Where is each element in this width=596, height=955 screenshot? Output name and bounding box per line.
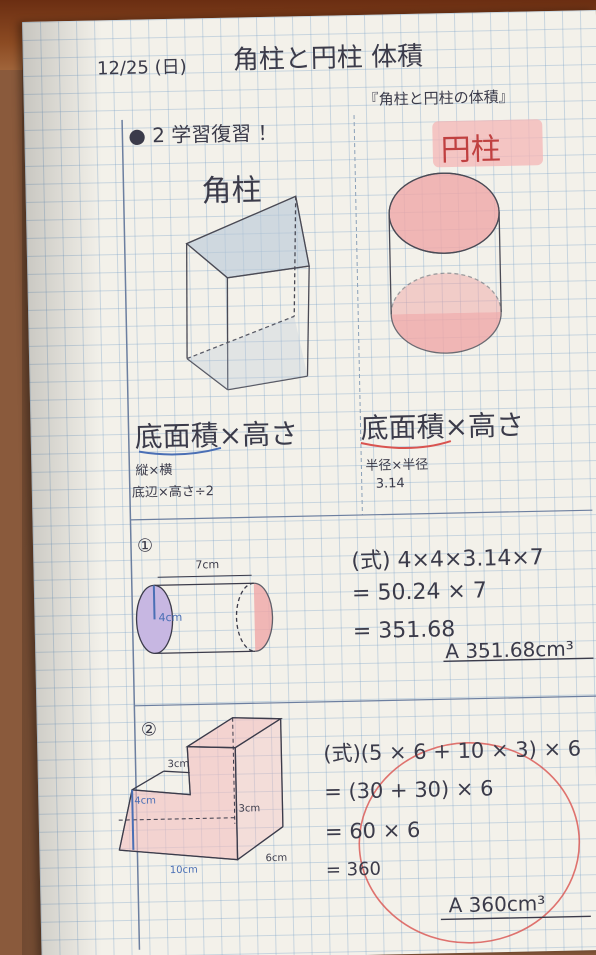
cylinder-title-highlight	[432, 119, 543, 168]
problem2-solid	[118, 717, 284, 861]
problem2-dim-c: 3cm	[238, 803, 261, 815]
cylinder-formula: 底面積×高さ	[360, 408, 525, 445]
problem2-dim-e: 10cm	[169, 864, 198, 877]
cylinder-underline	[360, 440, 452, 449]
prism-note-2: 底辺×高さ÷2	[131, 484, 215, 501]
section-divider-2	[134, 695, 596, 707]
problem2-step2: = (30 + 30) × 6	[323, 776, 494, 804]
problem2-dim-a: 3cm	[167, 758, 190, 771]
problem2-dim-d: 6cm	[265, 852, 288, 865]
lesson-subtitle: 『角柱と円柱の体積』	[363, 87, 514, 109]
center-divider	[353, 115, 363, 515]
answer-check-circle	[358, 742, 581, 944]
problem2-number: ②	[140, 719, 158, 741]
prism-note-1: 縦×横	[135, 462, 173, 479]
prism-figure	[185, 195, 310, 391]
problem1-radius-label: 4cm	[158, 610, 183, 625]
cylinder-note-2: 3.14	[375, 476, 405, 492]
page-title: 角柱と円柱 体積	[232, 41, 424, 76]
problem1-number: ①	[136, 535, 154, 557]
lesson-label: ● 2 学習復習 ！	[128, 120, 278, 148]
notebook-page: 12/25 (日) 角柱と円柱 体積 ● 2 学習復習 ！ 『角柱と円柱の体積』…	[22, 9, 596, 955]
answer1-underline	[443, 657, 594, 663]
problem2-dim-b: 4cm	[134, 795, 157, 807]
problem1-answer: A 351.68cm³	[445, 636, 575, 664]
problem1-step2: = 50.24 × 7	[351, 578, 488, 607]
problem2-step3: = 60 × 6	[324, 817, 421, 844]
problem1-step3: = 351.68	[352, 617, 456, 645]
cylinder-note-1: 半径×半径	[365, 457, 429, 474]
answer2-underline	[440, 915, 591, 921]
date-label: 12/25 (日)	[96, 56, 187, 80]
cylinder-label: 円柱	[440, 132, 502, 169]
problem1-length-label: 7cm	[195, 557, 220, 572]
problem2-step1: (式)(5 × 6 + 10 × 3) × 6	[323, 736, 582, 766]
problem1-step1: (式) 4×4×3.14×7	[351, 545, 545, 575]
problem2-answer: A 360cm³	[448, 891, 546, 918]
problem2-step4: = 360	[325, 858, 382, 881]
prism-underline	[138, 446, 222, 456]
figures-layer	[118, 115, 596, 950]
prism-formula: 底面積×高さ	[134, 417, 299, 454]
section-divider-1	[130, 509, 593, 521]
cylinder-figure	[388, 172, 502, 354]
problem1-cylinder	[135, 574, 274, 654]
prism-label: 角柱	[201, 173, 262, 210]
